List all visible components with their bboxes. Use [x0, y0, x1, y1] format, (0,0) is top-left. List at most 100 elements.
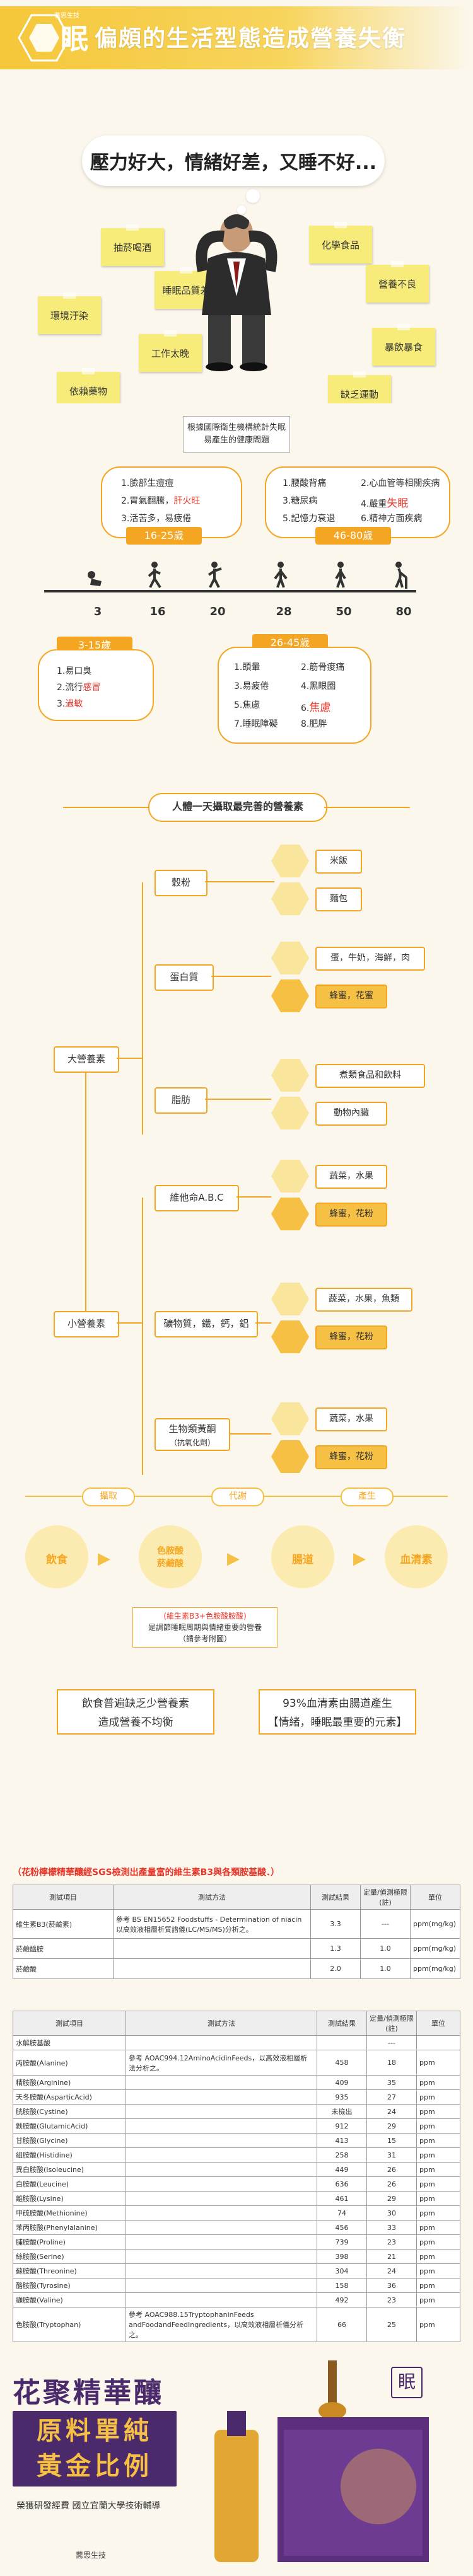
- life-heading-line1: 根據國際衛生機構統計失眠: [187, 423, 286, 432]
- issue-row: 3.易疲倦: [234, 681, 269, 691]
- table-cell: 26: [366, 2162, 417, 2177]
- product-subtitle: 榮獲研發經費 國立宜蘭大學技術輔導: [16, 2501, 161, 2511]
- table-cell: 74: [317, 2205, 367, 2221]
- table-cell: 26: [366, 2176, 417, 2192]
- gut-circle: 腸道: [271, 1525, 334, 1588]
- th: 測試方法: [113, 1885, 311, 1910]
- table-cell: 35: [366, 2075, 417, 2090]
- table-cell: 丙胺酸(Alanine): [13, 2050, 126, 2076]
- banner-band: [0, 6, 473, 69]
- protein-source-a: 蛋，牛奶，海鮮，肉: [315, 947, 425, 971]
- tagline-1: 原料單純: [37, 2416, 153, 2446]
- brand-caption: 蕎思生技: [76, 2551, 107, 2560]
- nutrient-section: 人體一天攝取最完善的營養素 大營養素 小營養素 穀粉 米飯 麵包 蛋白質 蛋，牛…: [0, 782, 473, 1475]
- issue-row: 5.焦慮: [234, 700, 260, 710]
- table-cell: [126, 2133, 317, 2148]
- niacin-table: 測試項目 測試方法 測試結果 定量/偵測極限(註) 單位 維生素B3(菸鹼素)參…: [13, 1885, 460, 1979]
- nutrient-heading: 人體一天攝取最完善的營養素: [148, 793, 327, 822]
- table-cell: ppm: [416, 2191, 460, 2206]
- table-cell: 413: [317, 2133, 367, 2148]
- box-line: 93%血清素由腸道產生: [283, 1697, 392, 1710]
- rice-icon: [271, 845, 309, 877]
- connector: [255, 1322, 271, 1324]
- issue-row: 2.流行感冒: [57, 683, 101, 693]
- table-cell: 739: [317, 2234, 367, 2250]
- connector: [205, 881, 274, 882]
- fat-food-icon: [271, 1059, 309, 1092]
- connector: [230, 1433, 271, 1435]
- connector: [117, 1322, 142, 1324]
- table-cell: [126, 2249, 317, 2264]
- table-row: 水解胺基酸---: [13, 2035, 460, 2050]
- box-line: 【情緒，睡眠最重要的元素】: [267, 1716, 407, 1729]
- table-cell: [126, 2147, 317, 2163]
- table-cell: ppm: [416, 2292, 460, 2307]
- note-chemical-food: 化學食品: [309, 222, 372, 263]
- table-cell: 色胺酸(Tryptophan): [13, 2307, 126, 2342]
- table-cell: ppm: [416, 2162, 460, 2177]
- age-label: 16: [149, 605, 166, 618]
- life-stage-section: 根據國際衛生機構統計失眠 易產生的健康問題 1.臉部生痘痘 2.胃氣翻騰，肝火旺…: [0, 403, 473, 782]
- note-late-work: 工作太晚: [139, 330, 202, 372]
- issue-row: 2.筋骨痠痛: [301, 662, 345, 673]
- product-photo: [214, 2360, 429, 2562]
- note-no-exercise: 缺乏運動: [328, 371, 391, 403]
- fat-tag: 脂肪: [155, 1087, 207, 1114]
- table-cell: 449: [317, 2162, 367, 2177]
- thought-bubble: 壓力好大，情緒好差，又睡不好...: [82, 136, 385, 186]
- box-age-46-80: 1.腰酸背痛 2.心血管等相關疾病 3.糖尿病 4.嚴重失眠 5.記憶力衰退 6…: [265, 466, 450, 538]
- table-cell: [126, 2205, 317, 2221]
- table-row: 色胺酸(Tryptophan)參考 AOAC988.15Tryptophanin…: [13, 2307, 460, 2342]
- table-cell: 酪胺酸(Tyrosine): [13, 2278, 126, 2293]
- connector: [63, 807, 149, 808]
- table-cell: 409: [317, 2075, 367, 2090]
- serotonin-circle: 血清素: [385, 1525, 448, 1588]
- issue-row: 4.嚴重失眠: [361, 497, 409, 510]
- brand-logo[interactable]: 眠 蕎思生技: [13, 9, 88, 67]
- logo-hex-icon: [18, 14, 71, 62]
- table-cell: [126, 2263, 317, 2279]
- arrow-icon: ▶: [227, 1549, 240, 1568]
- issue-row: 4.黑眼圈: [301, 681, 336, 691]
- table-cell: 458: [317, 2050, 367, 2076]
- table-cell: 258: [317, 2147, 367, 2163]
- table-cell: ppm: [416, 2278, 460, 2293]
- table-cell: [126, 2234, 317, 2250]
- age-label: 3: [93, 605, 102, 618]
- table-cell: ppm: [416, 2307, 460, 2342]
- table-cell: ppm: [416, 2176, 460, 2192]
- table-cell: [126, 2075, 317, 2090]
- product-tagline-box: 原料單純 黃金比例: [13, 2411, 177, 2486]
- connector: [142, 882, 143, 1135]
- table-cell: ppm: [416, 2089, 460, 2105]
- table-cell: 甘胺酸(Glycine): [13, 2133, 126, 2148]
- note-line: 是調節睡眠周期與情緒重要的營養: [148, 1623, 262, 1632]
- logo-char: 眠: [61, 23, 88, 55]
- table-cell: ppm: [416, 2249, 460, 2264]
- table-cell: 66: [317, 2307, 367, 2342]
- fat-source-a: 煮類食品和飲料: [315, 1064, 425, 1088]
- diet-deficiency-box: 飲食普遍缺乏少營養素 造成營養不均衡: [57, 1689, 214, 1735]
- rice-label: 米飯: [315, 850, 362, 874]
- table-cell: 纈胺酸(Valine): [13, 2292, 126, 2307]
- egg-milk-icon: [271, 942, 309, 974]
- th: 測試結果: [317, 2011, 367, 2036]
- banner: 眠 蕎思生技 偏頗的生活型態造成營養失衡: [0, 0, 473, 76]
- table-row: 維生素B3(菸鹼素)參考 BS EN15652 Foodstuffs - Det…: [13, 1909, 460, 1939]
- flow-tag-intake: 攝取: [82, 1487, 135, 1506]
- table-cell: 18: [366, 2050, 417, 2076]
- bioflavonoid-sublabel: （抗氧化劑）: [169, 1438, 215, 1447]
- bioflavonoid-tag: 生物類黃酮 （抗氧化劑）: [155, 1418, 230, 1451]
- th: 測試方法: [126, 2011, 317, 2036]
- table-cell: 23: [366, 2234, 417, 2250]
- table-cell: 21: [366, 2249, 417, 2264]
- micro-nutrient-tag: 小營養素: [54, 1311, 119, 1337]
- table-cell: [416, 2035, 460, 2050]
- flow-tag-produce: 產生: [341, 1487, 394, 1506]
- bio-source-b: 蜂蜜，花粉: [315, 1445, 387, 1469]
